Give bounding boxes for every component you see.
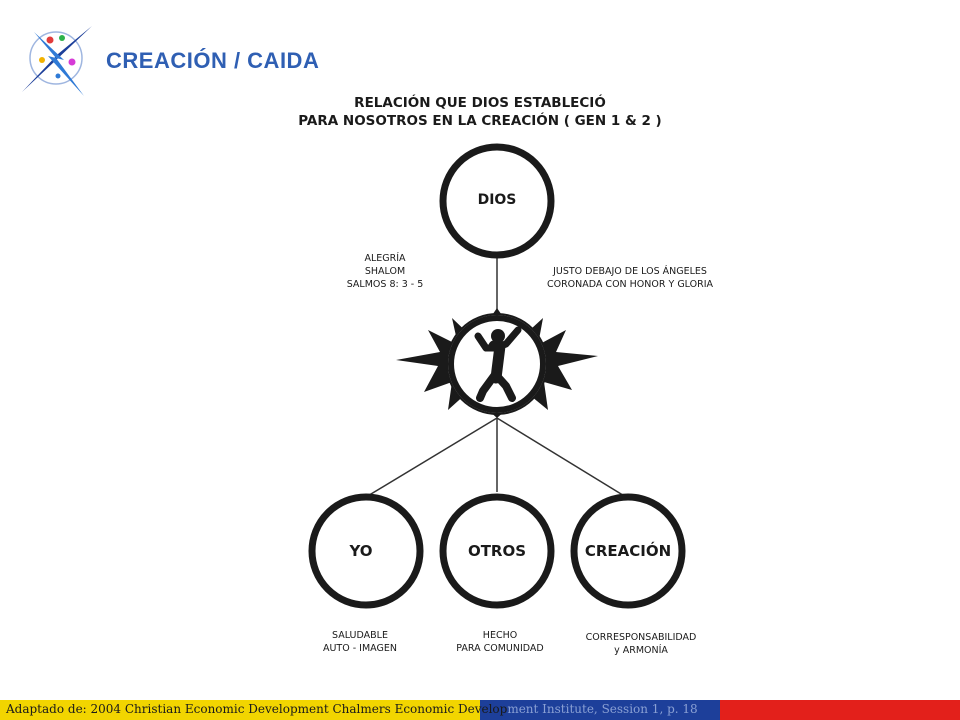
connector-person-creacion — [496, 417, 627, 498]
diagram-title-line1: RELACIÓN QUE DIOS ESTABLECIÓ — [354, 95, 606, 111]
footer-citation-tail: ment Institute, Session 1, p. 18 — [507, 702, 698, 716]
note-yo: SALUDABLE AUTO - IMAGEN — [300, 629, 420, 655]
node-label-dios: DIOS — [477, 192, 517, 208]
person-figure-icon — [474, 326, 522, 402]
node-label-yo: YO — [349, 542, 373, 560]
note-right-line1: JUSTO DEBAJO DE LOS ÁNGELES — [553, 266, 707, 277]
note-creacion: CORRESPONSABILIDAD y ARMONÍA — [556, 631, 726, 657]
slide-title: CREACIÓN / CAIDA — [106, 48, 320, 73]
note-left-line3: SALMOS 8: 3 - 5 — [346, 279, 424, 290]
footer-yellow-band — [0, 700, 480, 720]
footer-bar: Adaptado de: 2004 Christian Economic Dev… — [0, 700, 960, 720]
compass-star-logo — [22, 26, 92, 96]
note-right-line2: CORONADA CON HONOR Y GLORIA — [546, 279, 714, 290]
note-yo-line1: SALUDABLE — [332, 630, 388, 641]
note-creacion-line2: y ARMONÍA — [614, 645, 668, 656]
footer-citation-main: Adaptado de: 2004 Christian Economic Dev… — [6, 702, 508, 716]
note-left: ALEGRÍA SHALOM SALMOS 8: 3 - 5 — [330, 252, 440, 291]
relationship-diagram — [308, 143, 686, 609]
node-label-creacion: CREACIÓN — [584, 542, 672, 560]
node-creacion — [570, 493, 686, 609]
note-right: JUSTO DEBAJO DE LOS ÁNGELES CORONADA CON… — [520, 265, 740, 291]
connector-person-yo — [365, 417, 498, 498]
node-label-otros: OTROS — [467, 542, 527, 560]
note-left-line2: SHALOM — [364, 266, 406, 277]
note-otros-line2: PARA COMUNIDAD — [456, 643, 544, 654]
footer-blue-band — [480, 700, 720, 720]
footer-red-band — [720, 700, 960, 720]
note-left-line1: ALEGRÍA — [364, 253, 406, 264]
note-creacion-line1: CORRESPONSABILIDAD — [585, 632, 697, 643]
diagram-title: RELACIÓN QUE DIOS ESTABLECIÓ PARA NOSOTR… — [280, 94, 680, 130]
footer-citation: Adaptado de: 2004 Christian Economic Dev… — [6, 702, 698, 716]
node-otros — [439, 493, 555, 609]
note-otros: HECHO PARA COMUNIDAD — [440, 629, 560, 655]
diagram-title-line2: PARA NOSOTROS EN LA CREACIÓN ( GEN 1 & 2… — [298, 113, 662, 129]
note-yo-line2: AUTO - IMAGEN — [322, 643, 397, 654]
note-otros-line1: HECHO — [482, 630, 518, 641]
node-yo — [308, 493, 424, 609]
node-dios — [439, 143, 555, 259]
